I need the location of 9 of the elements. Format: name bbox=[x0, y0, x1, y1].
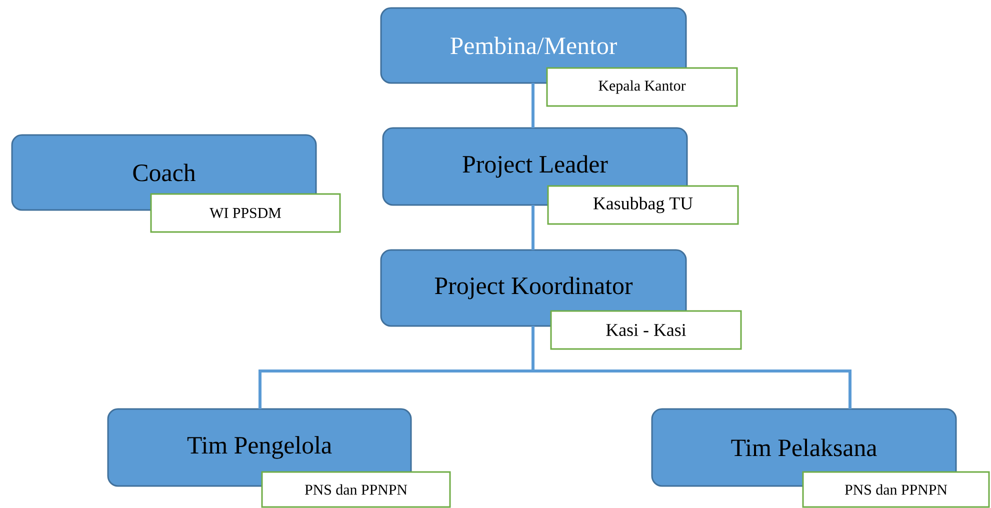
name-tag: PNS dan PPNPN bbox=[802, 471, 990, 508]
name-tag: Kepala Kantor bbox=[546, 67, 738, 107]
name-tag: Kasubbag TU bbox=[547, 185, 739, 225]
name-tag: Kasi - Kasi bbox=[550, 310, 742, 350]
connector-line bbox=[532, 205, 534, 250]
connector-line bbox=[532, 83, 534, 128]
name-tag: WI PPSDM bbox=[150, 193, 341, 233]
name-tag: PNS dan PPNPN bbox=[261, 471, 451, 508]
connector-line bbox=[532, 326, 852, 409]
